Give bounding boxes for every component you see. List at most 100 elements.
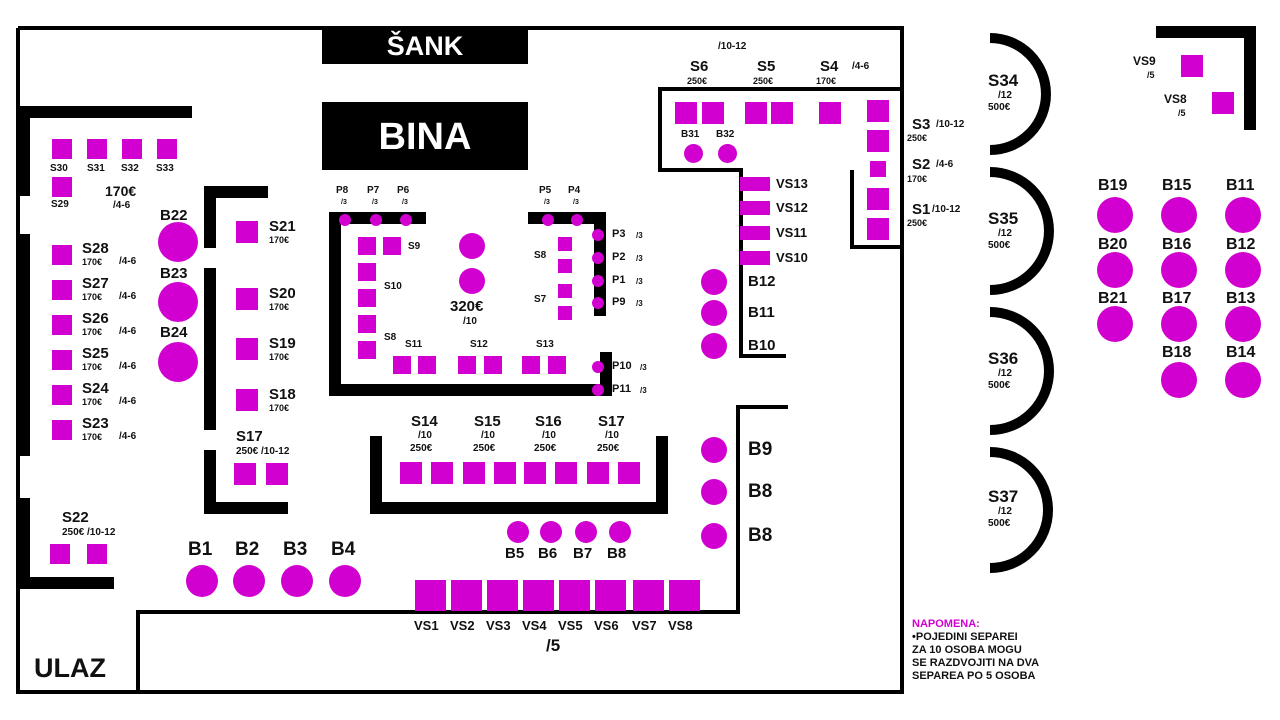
bar-table-b7[interactable]	[575, 521, 597, 543]
bar-table-b15-far[interactable]	[1161, 197, 1197, 233]
bar-table-b21-far[interactable]	[1097, 306, 1133, 342]
table-s19[interactable]	[236, 338, 258, 360]
table-s28[interactable]	[52, 245, 72, 265]
table-s20[interactable]	[236, 288, 258, 310]
table-s17-front-a[interactable]	[587, 462, 609, 484]
table-s33[interactable]	[157, 139, 177, 159]
pod-p8[interactable]	[339, 214, 351, 226]
table-s24[interactable]	[52, 385, 72, 405]
pod-p10[interactable]	[592, 361, 604, 373]
bar-table-b17-far[interactable]	[1161, 306, 1197, 342]
table-s30[interactable]	[52, 139, 72, 159]
vip-table-1[interactable]	[459, 233, 485, 259]
bar-table-b2[interactable]	[233, 565, 265, 597]
table-vs12[interactable]	[740, 201, 770, 215]
pod-p9[interactable]	[592, 297, 604, 309]
table-s21[interactable]	[236, 221, 258, 243]
table-s7-1[interactable]	[558, 284, 572, 298]
bar-table-b5[interactable]	[507, 521, 529, 543]
bar-table-b10-right-2[interactable]	[701, 333, 727, 359]
table-s8-2[interactable]	[358, 341, 376, 359]
table-s17-left-b[interactable]	[266, 463, 288, 485]
table-s5-b[interactable]	[771, 102, 793, 124]
bar-table-b3[interactable]	[281, 565, 313, 597]
table-s3-b[interactable]	[867, 130, 889, 152]
table-s15-front-a[interactable]	[463, 462, 485, 484]
table-s12-b[interactable]	[484, 356, 502, 374]
table-s12-a[interactable]	[458, 356, 476, 374]
table-s6-b[interactable]	[702, 102, 724, 124]
table-vs2[interactable]	[451, 580, 482, 611]
table-s13-b[interactable]	[548, 356, 566, 374]
table-s13-a[interactable]	[522, 356, 540, 374]
bar-table-b9-right-3[interactable]	[701, 437, 727, 463]
table-vs8[interactable]	[1212, 92, 1234, 114]
table-s7-2[interactable]	[558, 306, 572, 320]
table-s31[interactable]	[87, 139, 107, 159]
vip-table-2[interactable]	[459, 268, 485, 294]
table-vs7[interactable]	[633, 580, 664, 611]
table-s16-front-a[interactable]	[524, 462, 546, 484]
table-s26[interactable]	[52, 315, 72, 335]
bar-table-b6[interactable]	[540, 521, 562, 543]
table-s3-a[interactable]	[867, 100, 889, 122]
table-vs8[interactable]	[669, 580, 700, 611]
table-s25[interactable]	[52, 350, 72, 370]
bar-table-b32[interactable]	[718, 144, 737, 163]
table-s11-b[interactable]	[418, 356, 436, 374]
table-s9[interactable]	[383, 237, 401, 255]
bar-table-b14-far[interactable]	[1225, 362, 1261, 398]
table-vs10[interactable]	[740, 251, 770, 265]
table-s8-r2[interactable]	[558, 259, 572, 273]
bar-table-b16-far[interactable]	[1161, 252, 1197, 288]
bar-table-b11-right-1[interactable]	[701, 300, 727, 326]
table-s10-1[interactable]	[358, 237, 376, 255]
table-s23[interactable]	[52, 420, 72, 440]
pod-p11[interactable]	[592, 384, 604, 396]
table-vs6[interactable]	[595, 580, 626, 611]
table-vs9[interactable]	[1181, 55, 1203, 77]
bar-table-b22[interactable]	[158, 222, 198, 262]
bar-table-b23[interactable]	[158, 282, 198, 322]
table-s2[interactable]	[870, 161, 886, 177]
table-s5-a[interactable]	[745, 102, 767, 124]
bar-table-b12-right-0[interactable]	[701, 269, 727, 295]
table-s14-front-a[interactable]	[400, 462, 422, 484]
table-s17-left-a[interactable]	[234, 463, 256, 485]
table-vs13[interactable]	[740, 177, 770, 191]
bar-table-b12-far[interactable]	[1225, 252, 1261, 288]
table-vs1[interactable]	[415, 580, 446, 611]
bar-table-b20-far[interactable]	[1097, 252, 1133, 288]
table-s6-a[interactable]	[675, 102, 697, 124]
table-s11-a[interactable]	[393, 356, 411, 374]
pod-p1[interactable]	[592, 275, 604, 287]
table-s1-a[interactable]	[867, 188, 889, 210]
table-s22-a[interactable]	[50, 544, 70, 564]
table-s16-front-b[interactable]	[555, 462, 577, 484]
bar-table-b8[interactable]	[609, 521, 631, 543]
bar-table-b1[interactable]	[186, 565, 218, 597]
table-vs11[interactable]	[740, 226, 770, 240]
table-s27[interactable]	[52, 280, 72, 300]
bar-table-b31[interactable]	[684, 144, 703, 163]
bar-table-b18-far[interactable]	[1161, 362, 1197, 398]
table-s22-b[interactable]	[87, 544, 107, 564]
table-s8-r1[interactable]	[558, 237, 572, 251]
table-s4[interactable]	[819, 102, 841, 124]
bar-table-b13-far[interactable]	[1225, 306, 1261, 342]
table-s17-front-b[interactable]	[618, 462, 640, 484]
table-s18[interactable]	[236, 389, 258, 411]
table-s32[interactable]	[122, 139, 142, 159]
bar-table-b4[interactable]	[329, 565, 361, 597]
bar-table-b24[interactable]	[158, 342, 198, 382]
bar-table-b8-right-5[interactable]	[701, 523, 727, 549]
table-s10-3[interactable]	[358, 289, 376, 307]
table-vs3[interactable]	[487, 580, 518, 611]
table-s1-b[interactable]	[867, 218, 889, 240]
pod-p2[interactable]	[592, 252, 604, 264]
table-s29[interactable]	[52, 177, 72, 197]
table-vs5[interactable]	[559, 580, 590, 611]
table-s8-1[interactable]	[358, 315, 376, 333]
bar-table-b11-far[interactable]	[1225, 197, 1261, 233]
table-s14-front-b[interactable]	[431, 462, 453, 484]
